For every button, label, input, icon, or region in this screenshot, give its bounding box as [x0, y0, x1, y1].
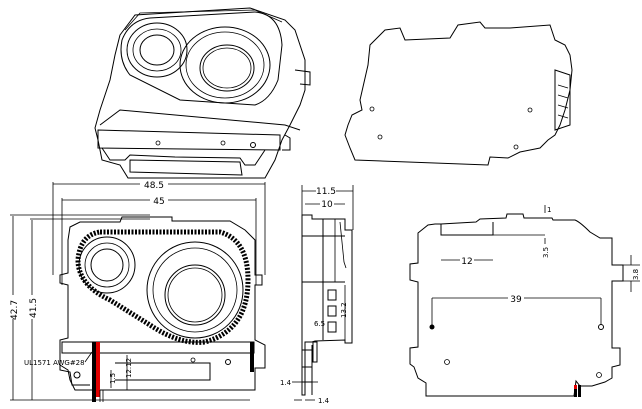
base-ledge [99, 109, 301, 131]
screw-hole [596, 372, 602, 378]
dim-notch-depth: 3.5 [542, 247, 550, 258]
screw-hole [250, 142, 256, 148]
large-lens-core [202, 47, 252, 89]
dim-body-height: 41.5 [29, 298, 39, 318]
connector-pin [327, 289, 337, 301]
dim-tab-height: 1 [547, 206, 551, 214]
back-plate-outline [344, 21, 573, 166]
connector-pin [327, 305, 337, 317]
large-lens-inner [164, 264, 226, 326]
side-clip [294, 69, 311, 86]
screw-hole [155, 140, 161, 146]
mount-hole [429, 324, 435, 330]
dim-side-tab: 3.8 [632, 269, 640, 280]
dim-pin-pitch: 1.4 [280, 379, 292, 387]
screw-hole [190, 357, 196, 363]
side-clip [282, 134, 291, 151]
screw-hole [377, 134, 383, 140]
wire-red [96, 342, 100, 397]
isometric-front-view [94, 7, 311, 179]
front-body-outline [59, 216, 266, 391]
left-foot [59, 353, 90, 386]
screw-hole [220, 140, 226, 146]
large-lens-inner [199, 44, 255, 92]
dim-body-depth: 10 [321, 200, 333, 210]
front-view: 48.5 45 42.7 41.5 [7, 179, 266, 402]
dim-hole-spacing: 39 [510, 295, 522, 305]
large-lens-core [167, 267, 223, 323]
dim-overall-depth: 11.5 [316, 187, 336, 197]
small-lens-mid [132, 28, 182, 72]
notch [440, 222, 494, 236]
back-plate-outline [409, 213, 624, 397]
angled-edge [339, 221, 347, 269]
wire-black [578, 385, 581, 397]
dim-inner-width: 45 [153, 197, 164, 207]
top-edge [124, 9, 283, 31]
dim-pin-offset: 1.5 [109, 373, 117, 384]
small-lens-outer [126, 22, 188, 78]
connector-pin [327, 321, 337, 333]
front-rail [97, 129, 281, 151]
large-lens-mid [185, 31, 265, 99]
screw-hole [513, 144, 519, 150]
leader-line [84, 351, 93, 363]
dim-connector-height: 13.2 [340, 302, 348, 318]
connector-slot [129, 159, 243, 176]
dim-connector-depth: 6.5 [314, 320, 325, 328]
bottom-plate [101, 147, 266, 166]
mount-hole [369, 106, 375, 112]
dim-notch-width: 12 [461, 257, 472, 267]
wire-black [92, 342, 96, 402]
wire-red [574, 385, 577, 389]
dim-overall-width: 48.5 [144, 181, 164, 191]
base-rail [61, 341, 255, 354]
small-lens-mid [84, 242, 130, 288]
screw-hole [225, 359, 231, 365]
mount-hole [598, 324, 604, 330]
side-tab [250, 342, 254, 372]
dim-overall-height: 42.7 [10, 300, 20, 320]
large-lens-mid [152, 247, 238, 333]
lens-housing [120, 11, 283, 106]
mount-hole [73, 371, 81, 379]
wire-black [574, 385, 577, 397]
connector-pins [557, 84, 569, 119]
dim-pin-span: 12.12 [125, 358, 133, 378]
mount-tab [312, 341, 318, 363]
back-view: 12 1 3.5 3.8 39 [409, 205, 640, 397]
large-lens-outer [146, 241, 244, 339]
side-view: 11.5 10 13.2 6.5 1.4 1.4 [280, 185, 354, 405]
small-lens-inner [139, 34, 175, 66]
camera-body-outline [94, 7, 306, 179]
large-lens-outer [179, 26, 271, 104]
cable-spec-label: UL1571 AWG#28 [24, 359, 85, 367]
connector-block [554, 69, 571, 131]
screw-hole [444, 359, 450, 365]
dim-pin-width: 1.4 [318, 397, 330, 405]
mount-hole [527, 107, 533, 113]
connector-plate [115, 362, 211, 381]
isometric-back-view [344, 21, 573, 166]
small-lens-outer [78, 236, 136, 294]
small-lens-inner [90, 248, 124, 282]
